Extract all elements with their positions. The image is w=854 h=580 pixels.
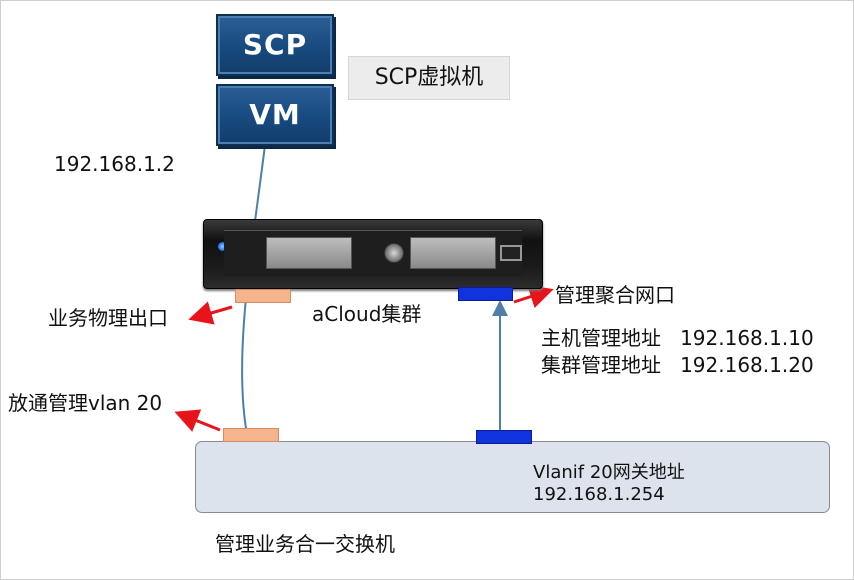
scp-box-label: SCP	[242, 28, 308, 61]
cluster-mgmt-address: 集群管理地址 192.168.1.20	[541, 353, 814, 377]
switch-mgmt-port	[476, 430, 532, 444]
mgmt-bond-arrow	[513, 285, 554, 308]
power-led-icon	[218, 242, 227, 251]
drive-bay-right	[410, 237, 496, 269]
scp-box: SCP	[216, 14, 334, 76]
host-mgmt-address: 主机管理地址 192.168.1.10	[541, 326, 814, 350]
drive-bay-left	[266, 237, 352, 269]
power-button-icon	[384, 243, 404, 263]
server-biz-port	[235, 289, 291, 303]
vlanif-label: Vlanif 20网关地址	[533, 462, 685, 483]
mgmt-bond-label: 管理聚合网口	[555, 283, 675, 307]
biz-port-label: 业务物理出口	[48, 306, 168, 330]
gateway-ip-label: 192.168.1.254	[533, 484, 665, 505]
cluster-label: aCloud集群	[312, 302, 422, 326]
usb-port-icon	[500, 245, 522, 261]
acloud-server	[203, 219, 543, 289]
biz-port-arrow	[188, 301, 233, 325]
server-mgmt-port	[458, 287, 513, 301]
switch-box	[195, 441, 830, 513]
scp-vm-label: SCP虚拟机	[348, 56, 510, 100]
switch-biz-port	[223, 428, 279, 442]
allow-vlan-label: 放通管理vlan 20	[8, 391, 163, 415]
vm-box-label: VM	[249, 98, 301, 131]
vm-ip-label: 192.168.1.2	[54, 152, 175, 176]
server-front-panel	[224, 230, 522, 276]
allow-vlan-arrow	[174, 409, 221, 432]
vm-box: VM	[216, 84, 334, 146]
switch-label: 管理业务合一交换机	[215, 532, 395, 556]
